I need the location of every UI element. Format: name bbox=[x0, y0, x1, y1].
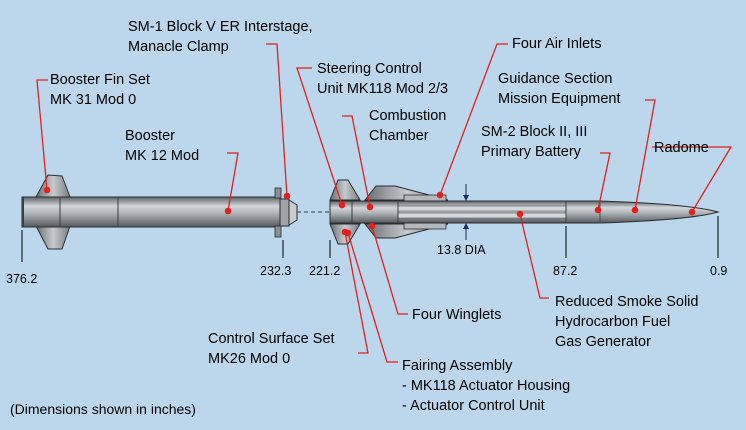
label-four-winglets: Four Winglets bbox=[412, 305, 501, 325]
booster-body bbox=[21, 196, 281, 228]
booster-fin-lower bbox=[35, 225, 71, 250]
label-line: MK 31 Mod 0 bbox=[50, 92, 137, 108]
label-booster-fin-set: Booster Fin Set MK 31 Mod 0 bbox=[50, 70, 150, 110]
label-line: Steering Control bbox=[317, 61, 422, 77]
label-line: Chamber bbox=[369, 128, 429, 144]
label-line: Hydrocarbon Fuel bbox=[555, 314, 671, 330]
label-combustion-chamber: Combustion Chamber bbox=[369, 106, 446, 146]
diameter-marker bbox=[463, 184, 469, 240]
label-primary-battery: SM-2 Block II, III Primary Battery bbox=[481, 122, 587, 162]
missile-body bbox=[329, 200, 720, 224]
label-line: Mission Equipment bbox=[498, 91, 621, 107]
leader-lines bbox=[36, 43, 733, 363]
label-line: Control Surface Set bbox=[208, 331, 335, 347]
label-line: SM-2 Block II, III bbox=[481, 124, 588, 140]
label-guidance-section: Guidance Section Mission Equipment bbox=[498, 69, 621, 109]
label-line: Four Winglets bbox=[412, 307, 502, 323]
label-line: Gas Generator bbox=[555, 334, 651, 350]
label-line: SM-1 Block V ER Interstage, bbox=[128, 19, 313, 35]
label-line: - MK118 Actuator Housing bbox=[402, 378, 571, 394]
label-line: Guidance Section bbox=[498, 71, 613, 87]
booster-section bbox=[21, 174, 298, 250]
label-fairing-assembly: Fairing Assembly - MK118 Actuator Housin… bbox=[402, 356, 570, 416]
label-line: Unit MK118 Mod 2/3 bbox=[317, 81, 449, 97]
label-interstage: SM-1 Block V ER Interstage, Manacle Clam… bbox=[128, 17, 313, 57]
label-line: Reduced Smoke Solid bbox=[555, 294, 699, 310]
label-line: Four Air Inlets bbox=[512, 36, 602, 52]
dimension-221: 221.2 bbox=[309, 264, 341, 278]
label-line: Primary Battery bbox=[481, 144, 581, 160]
label-line: MK 12 Mod bbox=[125, 148, 200, 164]
leader-dots bbox=[43, 186, 696, 237]
label-line: Manacle Clamp bbox=[128, 39, 229, 55]
label-steering-control: Steering Control Unit MK118 Mod 2/3 bbox=[317, 59, 448, 99]
label-line: Booster Fin Set bbox=[50, 72, 150, 88]
label-gas-generator: Reduced Smoke Solid Hydrocarbon Fuel Gas… bbox=[555, 292, 698, 352]
dimension-87: 87.2 bbox=[553, 264, 578, 278]
interstage-clamp bbox=[279, 198, 290, 227]
label-line: Booster bbox=[125, 128, 175, 144]
label-radome: Radome bbox=[654, 138, 709, 158]
label-booster: Booster MK 12 Mod bbox=[125, 126, 199, 166]
label-air-inlets: Four Air Inlets bbox=[512, 34, 601, 54]
dimension-376: 376.2 bbox=[6, 272, 38, 286]
booster-fin-upper bbox=[35, 174, 71, 198]
label-line: Combustion bbox=[369, 108, 447, 124]
label-line: Fairing Assembly bbox=[402, 358, 513, 374]
dimension-diameter: 13.8 DIA bbox=[437, 243, 486, 257]
label-line: MK26 Mod 0 bbox=[208, 351, 291, 367]
missile-section bbox=[329, 179, 720, 245]
label-control-surface-set: Control Surface Set MK26 Mod 0 bbox=[208, 329, 335, 369]
dimension-ticks bbox=[21, 216, 719, 262]
dimension-0: 0.9 bbox=[710, 264, 728, 278]
units-note: (Dimensions shown in inches) bbox=[10, 401, 196, 417]
label-line: - Actuator Control Unit bbox=[402, 398, 545, 414]
dimension-232: 232.3 bbox=[260, 264, 292, 278]
label-line: Radome bbox=[654, 140, 709, 156]
